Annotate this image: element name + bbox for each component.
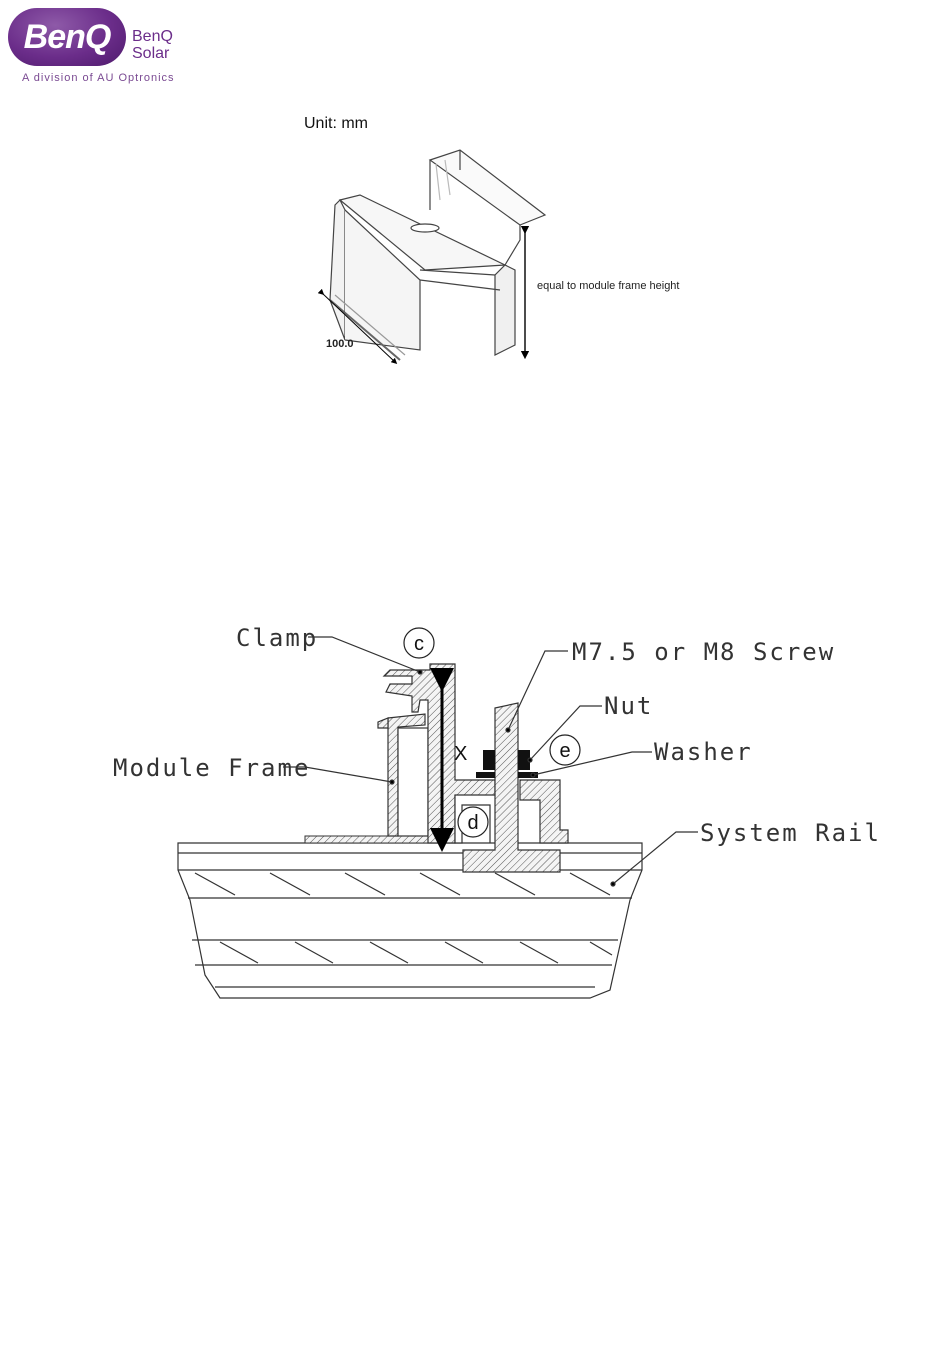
callout-c: c [404,628,434,658]
svg-text:c: c [414,633,424,655]
screw-label: M7.5 or M8 Screw [572,638,835,666]
callout-d: d [458,807,488,837]
clamp-label: Clamp [236,624,318,652]
length-dimension-label: 100.0 [326,338,354,350]
nut-label: Nut [604,692,653,720]
x-dimension-label: X [454,743,467,765]
nut-shape [483,750,495,770]
washer-shape [476,772,495,778]
cross-section-figure: X c e d Clamp [113,624,881,998]
module-frame-label: Module Frame [113,754,310,782]
svg-text:e: e [559,740,570,762]
washer-label: Washer [654,738,753,766]
unit-label: Unit: mm [304,115,368,132]
height-dimension-label: equal to module frame height [537,280,679,292]
clamp-3d-figure: Unit: mm equal to module frame height 10… [304,115,679,362]
module-frame-shape [378,714,428,836]
svg-text:d: d [467,812,478,834]
system-rail-shape [178,843,642,998]
callout-e: e [550,735,580,765]
system-rail-label: System Rail [700,819,881,847]
